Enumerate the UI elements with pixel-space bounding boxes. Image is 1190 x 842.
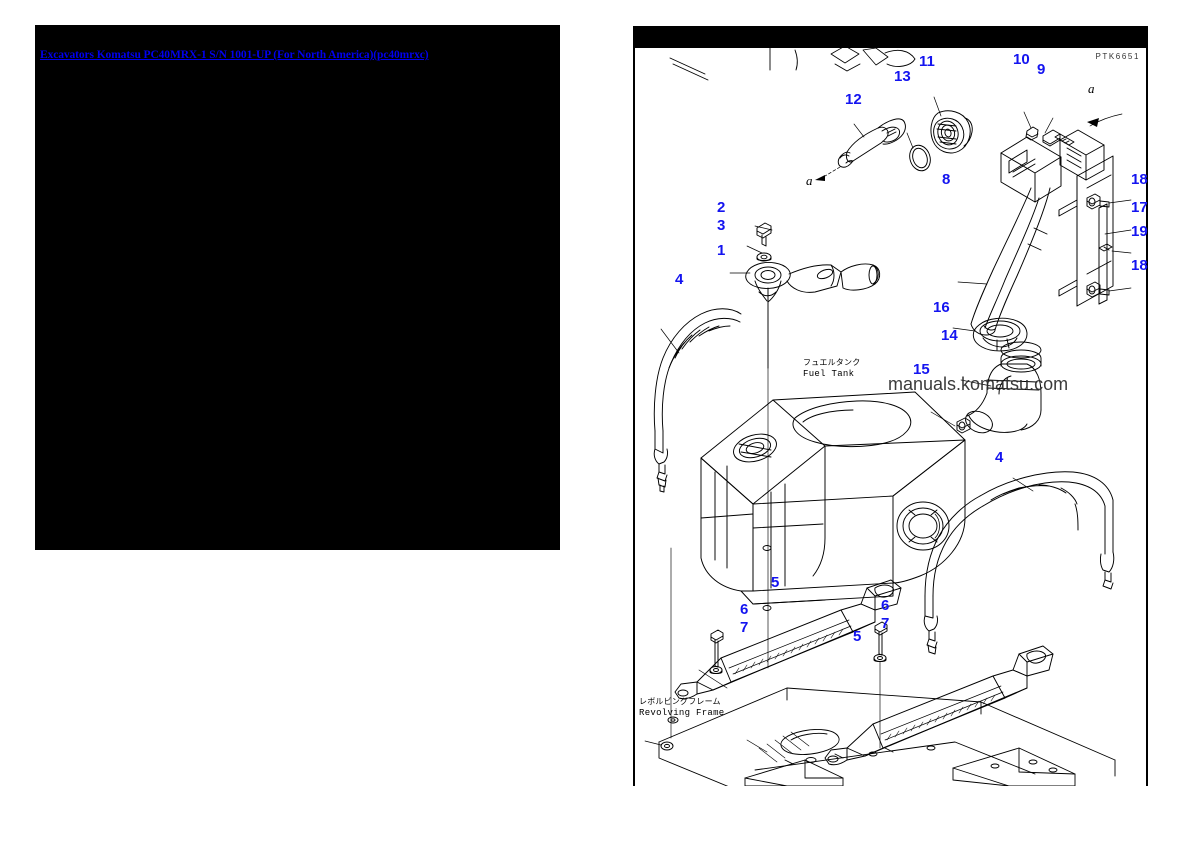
callout-9: 9 xyxy=(1037,61,1046,78)
parts-diagram-panel: PTK6651 xyxy=(633,26,1148,786)
callout-10: 10 xyxy=(1013,51,1030,68)
fuel-tank-label-jp: フュエルタンク xyxy=(803,359,861,368)
catalog-title-link[interactable]: Excavators Komatsu PC40MRX-1 S/N 1001-UP… xyxy=(40,49,429,61)
diagram-top-bar xyxy=(635,26,1146,48)
callout-16: 16 xyxy=(933,299,950,316)
callout-6-right: 6 xyxy=(881,597,890,614)
callout-4-right: 4 xyxy=(995,449,1004,466)
revolving-frame-label-en: Revolving Frame xyxy=(639,708,725,718)
component-label-fuel-tank: フュエルタンク Fuel Tank xyxy=(803,359,860,379)
callout-4-left: 4 xyxy=(675,271,684,288)
diagram-left-border xyxy=(633,26,635,786)
callout-19: 19 xyxy=(1131,223,1148,240)
callout-14: 14 xyxy=(941,327,958,344)
section-mark-a-upper: a xyxy=(806,173,813,188)
section-mark-a-right: a xyxy=(1088,81,1095,96)
callout-2: 2 xyxy=(717,199,726,216)
catalog-title-model: PC40MRX-1 S/N 1001-UP (For North America… xyxy=(143,49,429,61)
diagram-right-border xyxy=(1146,26,1148,786)
callout-6-left: 6 xyxy=(740,601,749,618)
callout-12: 12 xyxy=(845,91,862,108)
callout-18-lower: 18 xyxy=(1131,257,1148,274)
callout-18-upper: 18 xyxy=(1131,171,1148,188)
site-watermark: manuals.komatsu.com xyxy=(888,374,1069,394)
preview-panel: Excavators Komatsu PC40MRX-1 S/N 1001-UP… xyxy=(35,25,560,550)
catalog-title-prefix: Excavators Komatsu xyxy=(40,49,144,61)
callout-13: 13 xyxy=(894,68,911,85)
callout-5-left: 5 xyxy=(771,574,780,591)
callout-11: 11 xyxy=(919,53,935,70)
fuel-tank-label-en: Fuel Tank xyxy=(803,369,855,379)
callout-3: 3 xyxy=(717,217,726,234)
callout-7-right: 7 xyxy=(881,615,890,632)
callout-8: 8 xyxy=(942,171,951,188)
callout-17: 17 xyxy=(1131,199,1148,216)
callout-1: 1 xyxy=(717,242,726,259)
callout-15: 15 xyxy=(913,361,930,378)
revolving-frame-label-jp: レボルビングフレーム xyxy=(639,698,721,707)
diagram-part-code: PTK6651 xyxy=(1095,52,1140,61)
exploded-view-drawing xyxy=(644,48,1132,786)
callout-7-left: 7 xyxy=(740,619,749,636)
component-label-revolving-frame: レボルビングフレーム Revolving Frame xyxy=(639,698,725,718)
callout-5-right: 5 xyxy=(853,628,862,645)
